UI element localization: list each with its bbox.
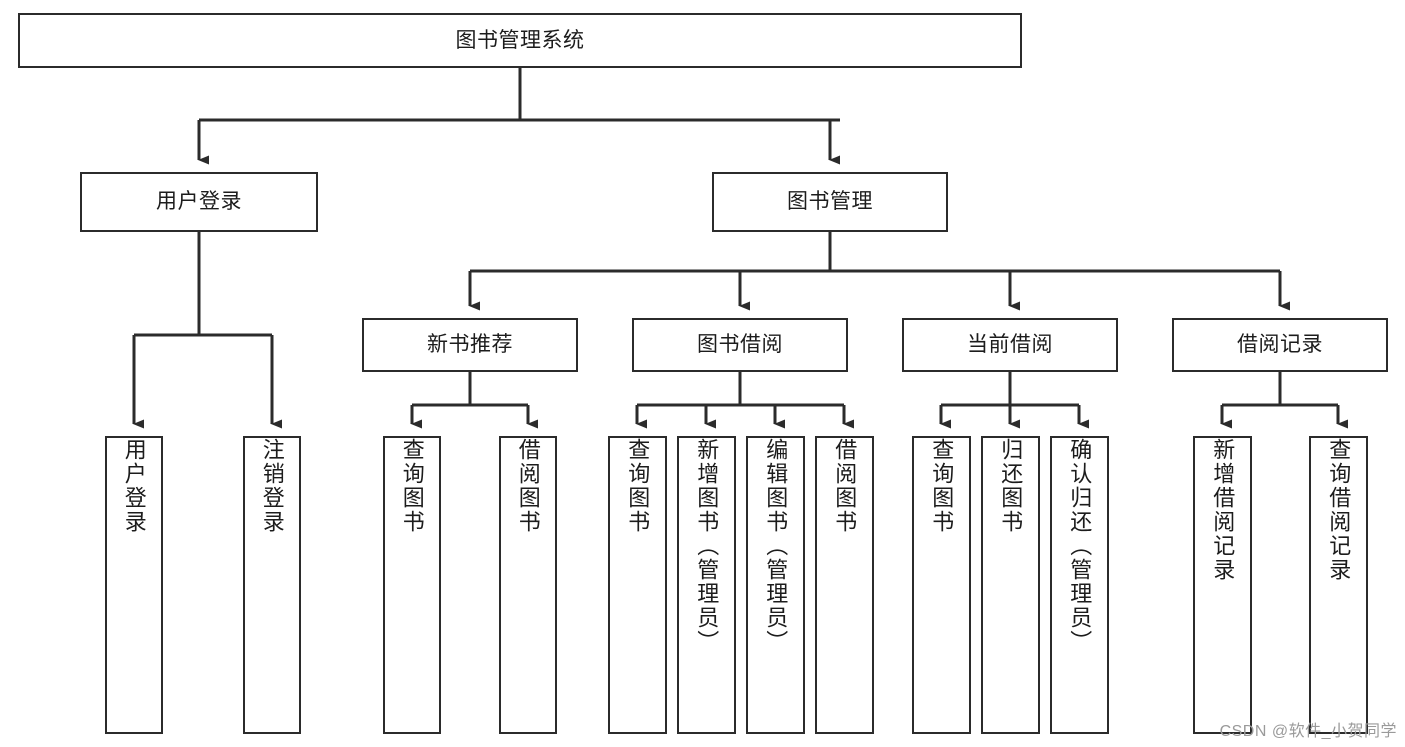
- node-label: 用户登录: [121, 438, 147, 534]
- node-label: 用户登录: [156, 190, 242, 214]
- node-leaf-query-borrow-record[interactable]: 查询借阅记录: [1309, 436, 1368, 734]
- node-label: 借阅图书: [515, 438, 541, 534]
- node-leaf-edit-book-admin[interactable]: 编辑图书（管理员）: [746, 436, 805, 734]
- node-label: 借阅记录: [1237, 333, 1323, 357]
- node-leaf-query-book-nb[interactable]: 查询图书: [383, 436, 441, 734]
- node-label: 图书管理系统: [455, 28, 585, 52]
- node-leaf-logout[interactable]: 注销登录: [243, 436, 301, 734]
- node-leaf-query-book-cb[interactable]: 查询图书: [912, 436, 971, 734]
- node-book-borrow[interactable]: 图书借阅: [632, 318, 848, 372]
- node-user-login[interactable]: 用户登录: [80, 172, 318, 232]
- node-root-book-management-system[interactable]: 图书管理系统: [18, 13, 1022, 68]
- node-label: 归还图书: [998, 438, 1024, 534]
- node-leaf-query-book-bb[interactable]: 查询图书: [608, 436, 667, 734]
- node-leaf-confirm-return-admin[interactable]: 确认归还（管理员）: [1050, 436, 1109, 734]
- node-label: 查询图书: [929, 438, 955, 534]
- node-label: 查询借阅记录: [1326, 438, 1352, 582]
- node-book-management[interactable]: 图书管理: [712, 172, 948, 232]
- node-label: 图书管理: [787, 190, 873, 214]
- node-leaf-user-login[interactable]: 用户登录: [105, 436, 163, 734]
- node-label: 查询图书: [625, 438, 651, 534]
- node-label: 查询图书: [399, 438, 425, 534]
- node-leaf-add-book-admin[interactable]: 新增图书（管理员）: [677, 436, 736, 734]
- node-current-borrow[interactable]: 当前借阅: [902, 318, 1118, 372]
- node-leaf-return-book[interactable]: 归还图书: [981, 436, 1040, 734]
- node-borrow-record[interactable]: 借阅记录: [1172, 318, 1388, 372]
- node-label: 图书借阅: [697, 333, 783, 357]
- node-label: 当前借阅: [967, 333, 1053, 357]
- node-new-book-recommend[interactable]: 新书推荐: [362, 318, 578, 372]
- node-label: 新增借阅记录: [1210, 438, 1236, 582]
- node-label: 注销登录: [259, 438, 285, 534]
- node-leaf-add-borrow-record[interactable]: 新增借阅记录: [1193, 436, 1252, 734]
- node-leaf-borrow-book-nb[interactable]: 借阅图书: [499, 436, 557, 734]
- node-label: 借阅图书: [832, 438, 858, 534]
- node-label: 新增图书（管理员）: [694, 438, 720, 654]
- node-label: 新书推荐: [427, 333, 513, 357]
- node-label: 编辑图书（管理员）: [763, 438, 789, 654]
- node-leaf-borrow-book-bb[interactable]: 借阅图书: [815, 436, 874, 734]
- node-label: 确认归还（管理员）: [1067, 438, 1093, 654]
